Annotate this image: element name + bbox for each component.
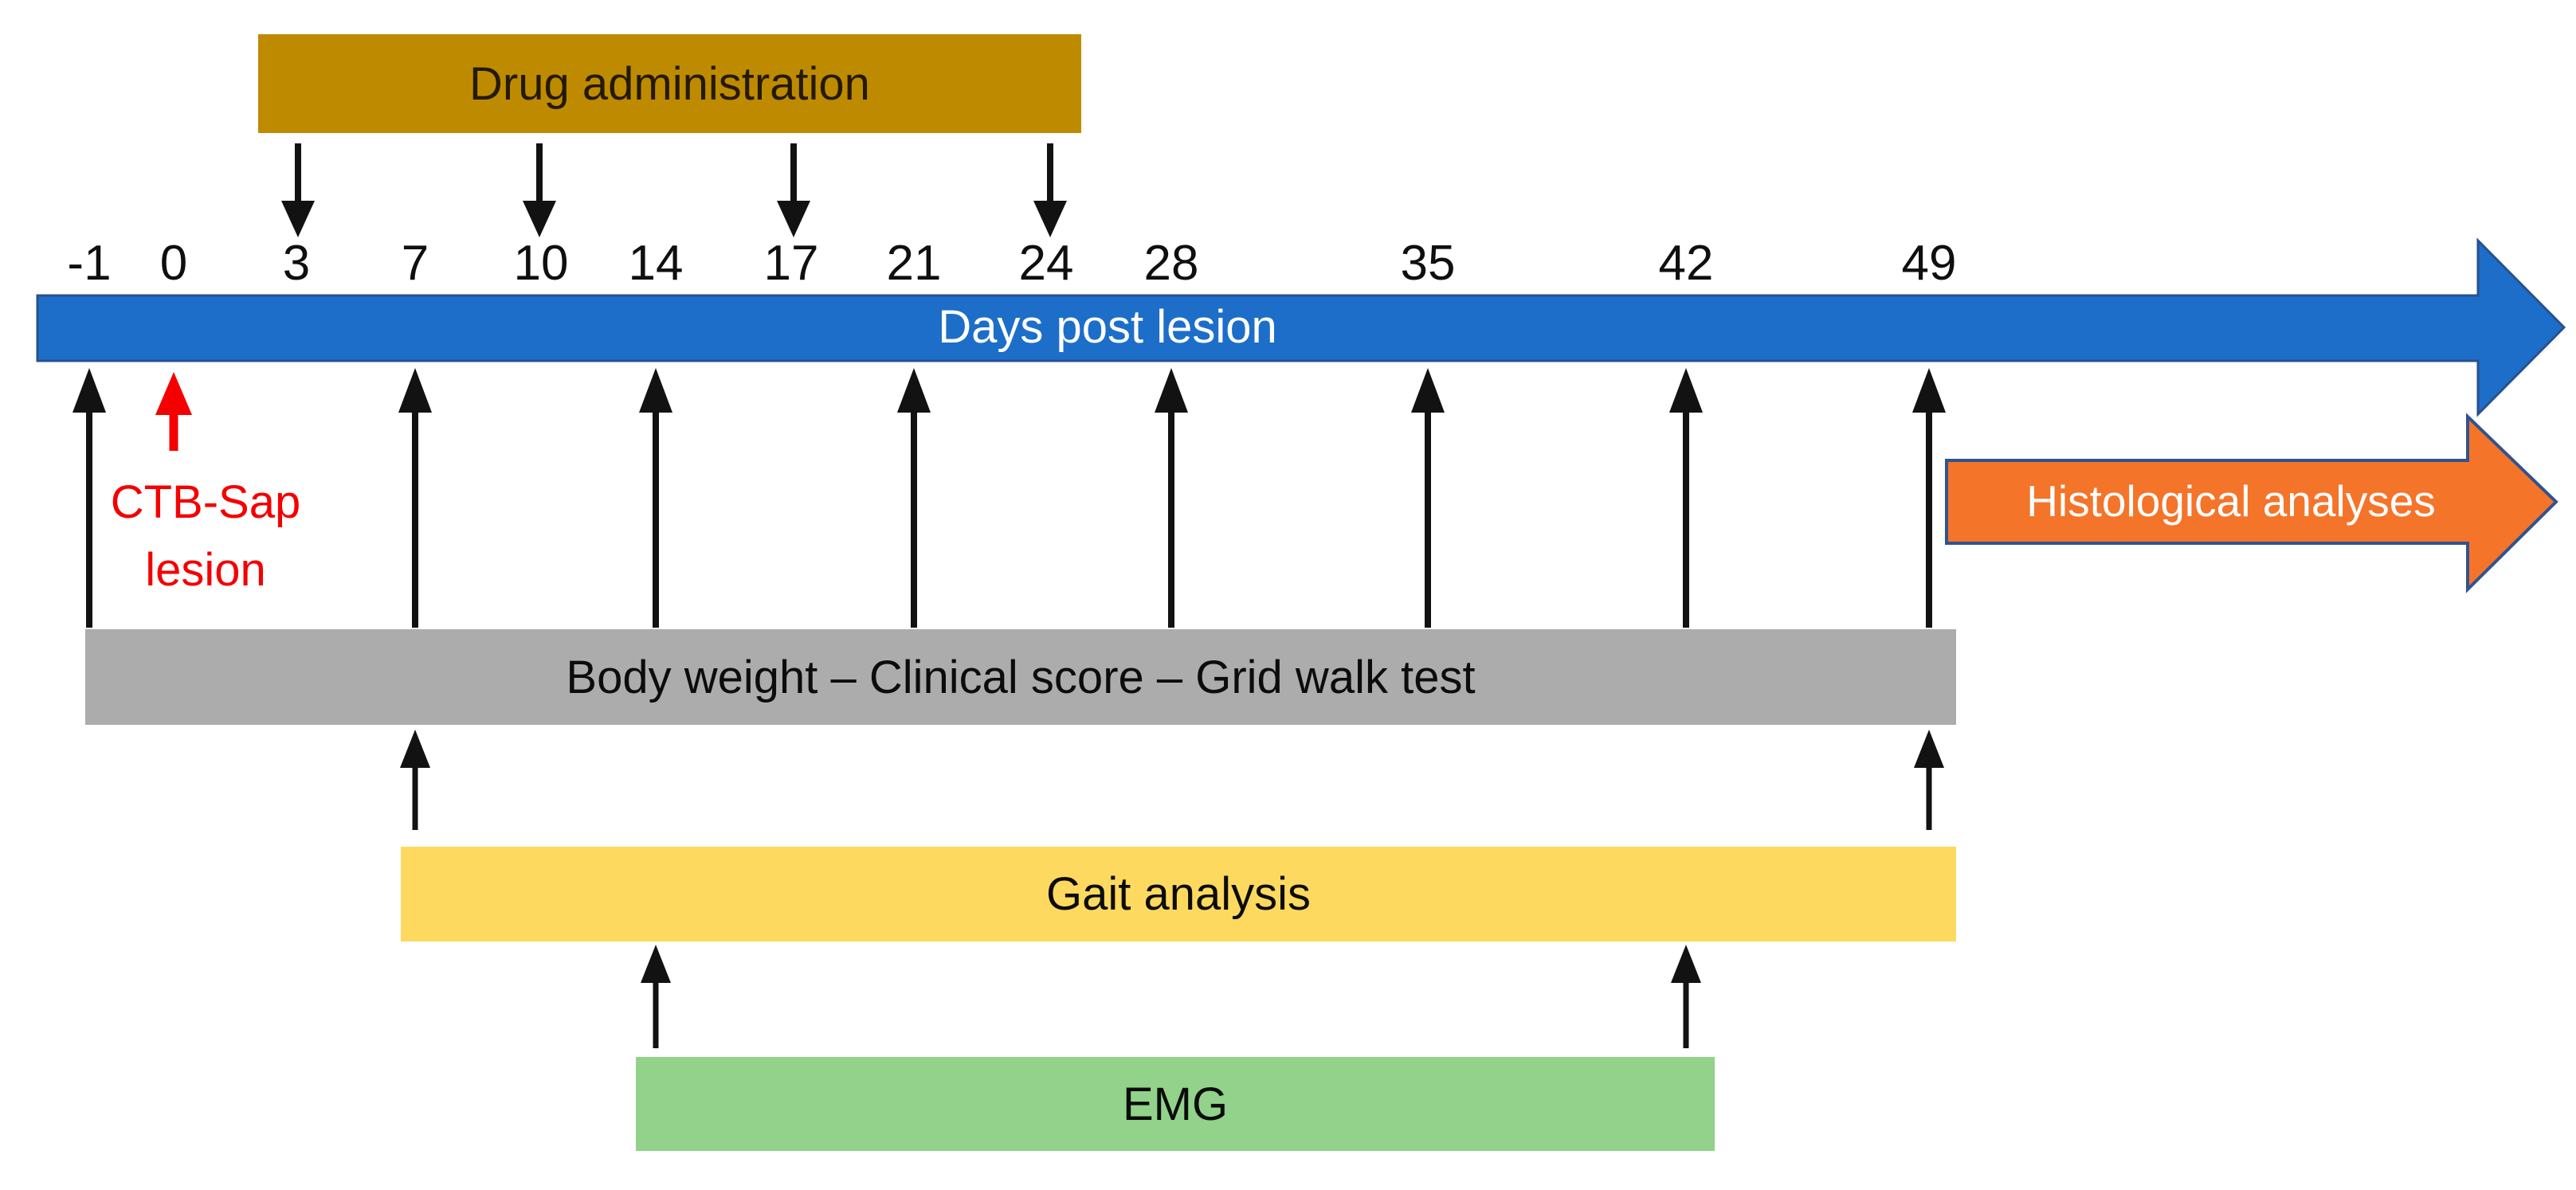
day-label-0: 0 [159, 236, 188, 291]
day-label--1: -1 [67, 236, 112, 291]
gait-arrow-day-49 [1914, 730, 1944, 830]
gait-arrow-day-7 [400, 730, 430, 830]
gait-analysis-label: Gait analysis [1045, 868, 1312, 920]
timeline-arrow-day--1 [73, 368, 106, 628]
timeline-arrow-day-35 [1411, 368, 1445, 628]
emg-arrow-day-42 [1671, 945, 1701, 1048]
day-label-49: 49 [1901, 236, 1957, 291]
emg-bar: EMG [636, 1057, 1715, 1151]
drug-admin-arrow-day-10 [523, 143, 556, 237]
drug-admin-arrow-day-17 [777, 143, 810, 237]
day-label-28: 28 [1143, 236, 1199, 291]
timeline-arrow-day-21 [897, 368, 931, 628]
body-weight-bar-label: Body weight – Clinical score – Grid walk… [566, 651, 1476, 703]
timeline-arrow-shape [36, 237, 2566, 417]
histological-analyses-label: Histological analyses [2026, 476, 2436, 526]
timeline-bar-label: Days post lesion [938, 301, 1277, 353]
histological-analyses-arrow-shape [1945, 413, 2558, 593]
drug-administration-label: Drug administration [469, 57, 870, 110]
day-label-3: 3 [282, 236, 311, 291]
emg-label: EMG [1122, 1078, 1229, 1130]
lesion-arrow-day-0 [155, 372, 192, 451]
lesion-label-line2: lesion [145, 544, 266, 596]
timeline-arrow-day-7 [398, 368, 432, 628]
day-label-21: 21 [886, 236, 942, 291]
timeline-arrow-day-42 [1669, 368, 1703, 628]
gait-analysis-bar: Gait analysis [401, 847, 1956, 941]
day-label-42: 42 [1658, 236, 1714, 291]
drug-admin-arrow-day-24 [1033, 143, 1067, 237]
body-weight-clinical-score-grid-walk-bar: Body weight – Clinical score – Grid walk… [85, 629, 1956, 725]
drug-admin-arrow-day-3 [281, 143, 315, 237]
timeline-arrow-day-14 [639, 368, 672, 628]
day-label-17: 17 [763, 236, 819, 291]
day-label-35: 35 [1400, 236, 1456, 291]
timeline-arrow-day-28 [1155, 368, 1188, 628]
day-label-24: 24 [1018, 236, 1074, 291]
emg-arrow-day-14 [641, 945, 671, 1048]
day-label-7: 7 [401, 236, 429, 291]
day-label-14: 14 [628, 236, 684, 291]
day-label-10: 10 [513, 236, 569, 291]
lesion-label: CTB-Sap lesion [38, 468, 373, 604]
timeline-arrow-day-49 [1912, 368, 1946, 628]
lesion-label-line1: CTB-Sap [110, 476, 301, 528]
drug-administration-box: Drug administration [258, 34, 1081, 133]
